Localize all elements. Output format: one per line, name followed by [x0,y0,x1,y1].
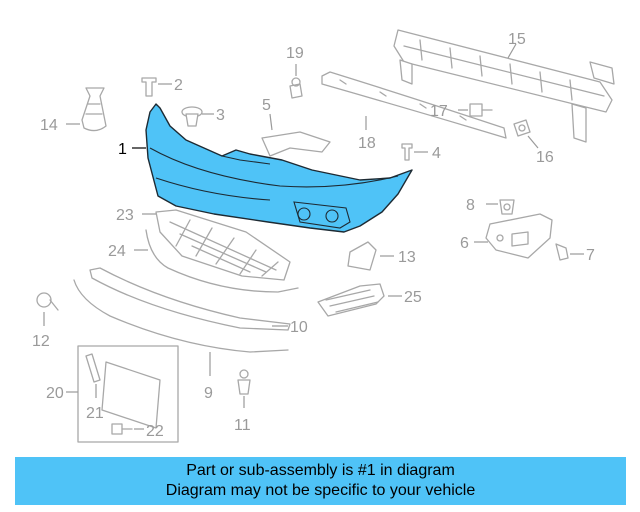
callout-6: 6 [460,235,469,252]
callout-1: 1 [118,141,127,158]
callout-7: 7 [586,247,595,264]
part-13-lamp-cover[interactable] [347,241,377,271]
part-18-absorber[interactable] [321,71,507,139]
part-24-trim-strip[interactable] [145,229,299,293]
callout-16: 16 [536,149,554,166]
callout-13: 13 [398,249,416,266]
callout-8: 8 [466,197,475,214]
part-19-clip[interactable] [289,77,303,99]
callout-12: 12 [32,333,50,350]
callout-10: 10 [290,319,308,336]
part-17-bolt[interactable] [469,103,493,117]
callout-18: 18 [358,135,376,152]
parts-diagram: 15 18 19 17 16 2 3 14 [32,29,615,443]
part-12-tow-cover[interactable] [36,292,59,311]
callout-9: 9 [204,385,213,402]
callout-22: 22 [146,423,164,440]
part-14-bracket[interactable] [81,87,107,132]
callout-14: 14 [40,117,58,134]
info-banner: Part or sub-assembly is #1 in diagram Di… [15,457,626,505]
part-10-lower-spoiler[interactable] [89,267,291,331]
callout-17: 17 [430,103,448,120]
part-4-screw[interactable] [401,143,413,161]
part-8-clip[interactable] [499,199,515,215]
callout-15: 15 [508,31,526,48]
callout-11: 11 [234,417,251,434]
callout-2: 2 [174,77,183,94]
part-9-lower-trim[interactable] [73,279,289,353]
callout-19: 19 [286,45,304,62]
part-20-plate-bracket[interactable] [77,345,179,443]
part-7-screw[interactable] [555,243,569,261]
callout-21: 21 [86,405,104,422]
part-6-bracket[interactable] [485,213,553,259]
part-11-clip[interactable] [237,369,251,395]
banner-line-2: Diagram may not be specific to your vehi… [165,482,476,499]
callout-3: 3 [216,107,225,124]
callout-20: 20 [46,385,64,402]
part-16-nut[interactable] [513,119,531,137]
banner-line-1: Part or sub-assembly is #1 in diagram [186,462,455,479]
part-1-bumper-cover[interactable] [145,103,413,233]
part-5-bracket[interactable] [261,131,331,157]
part-23-grille[interactable] [155,209,291,281]
callout-24: 24 [108,243,126,260]
part-2-screw[interactable] [141,77,157,97]
callout-4: 4 [432,145,441,162]
part-15-reinforcement-bar[interactable] [393,29,615,143]
part-22-screw[interactable] [111,423,133,435]
callout-25: 25 [404,289,422,306]
callout-23: 23 [116,207,134,224]
part-3-clip[interactable] [181,106,203,127]
part-25-side-grille[interactable] [317,283,385,317]
callout-5: 5 [262,97,271,114]
